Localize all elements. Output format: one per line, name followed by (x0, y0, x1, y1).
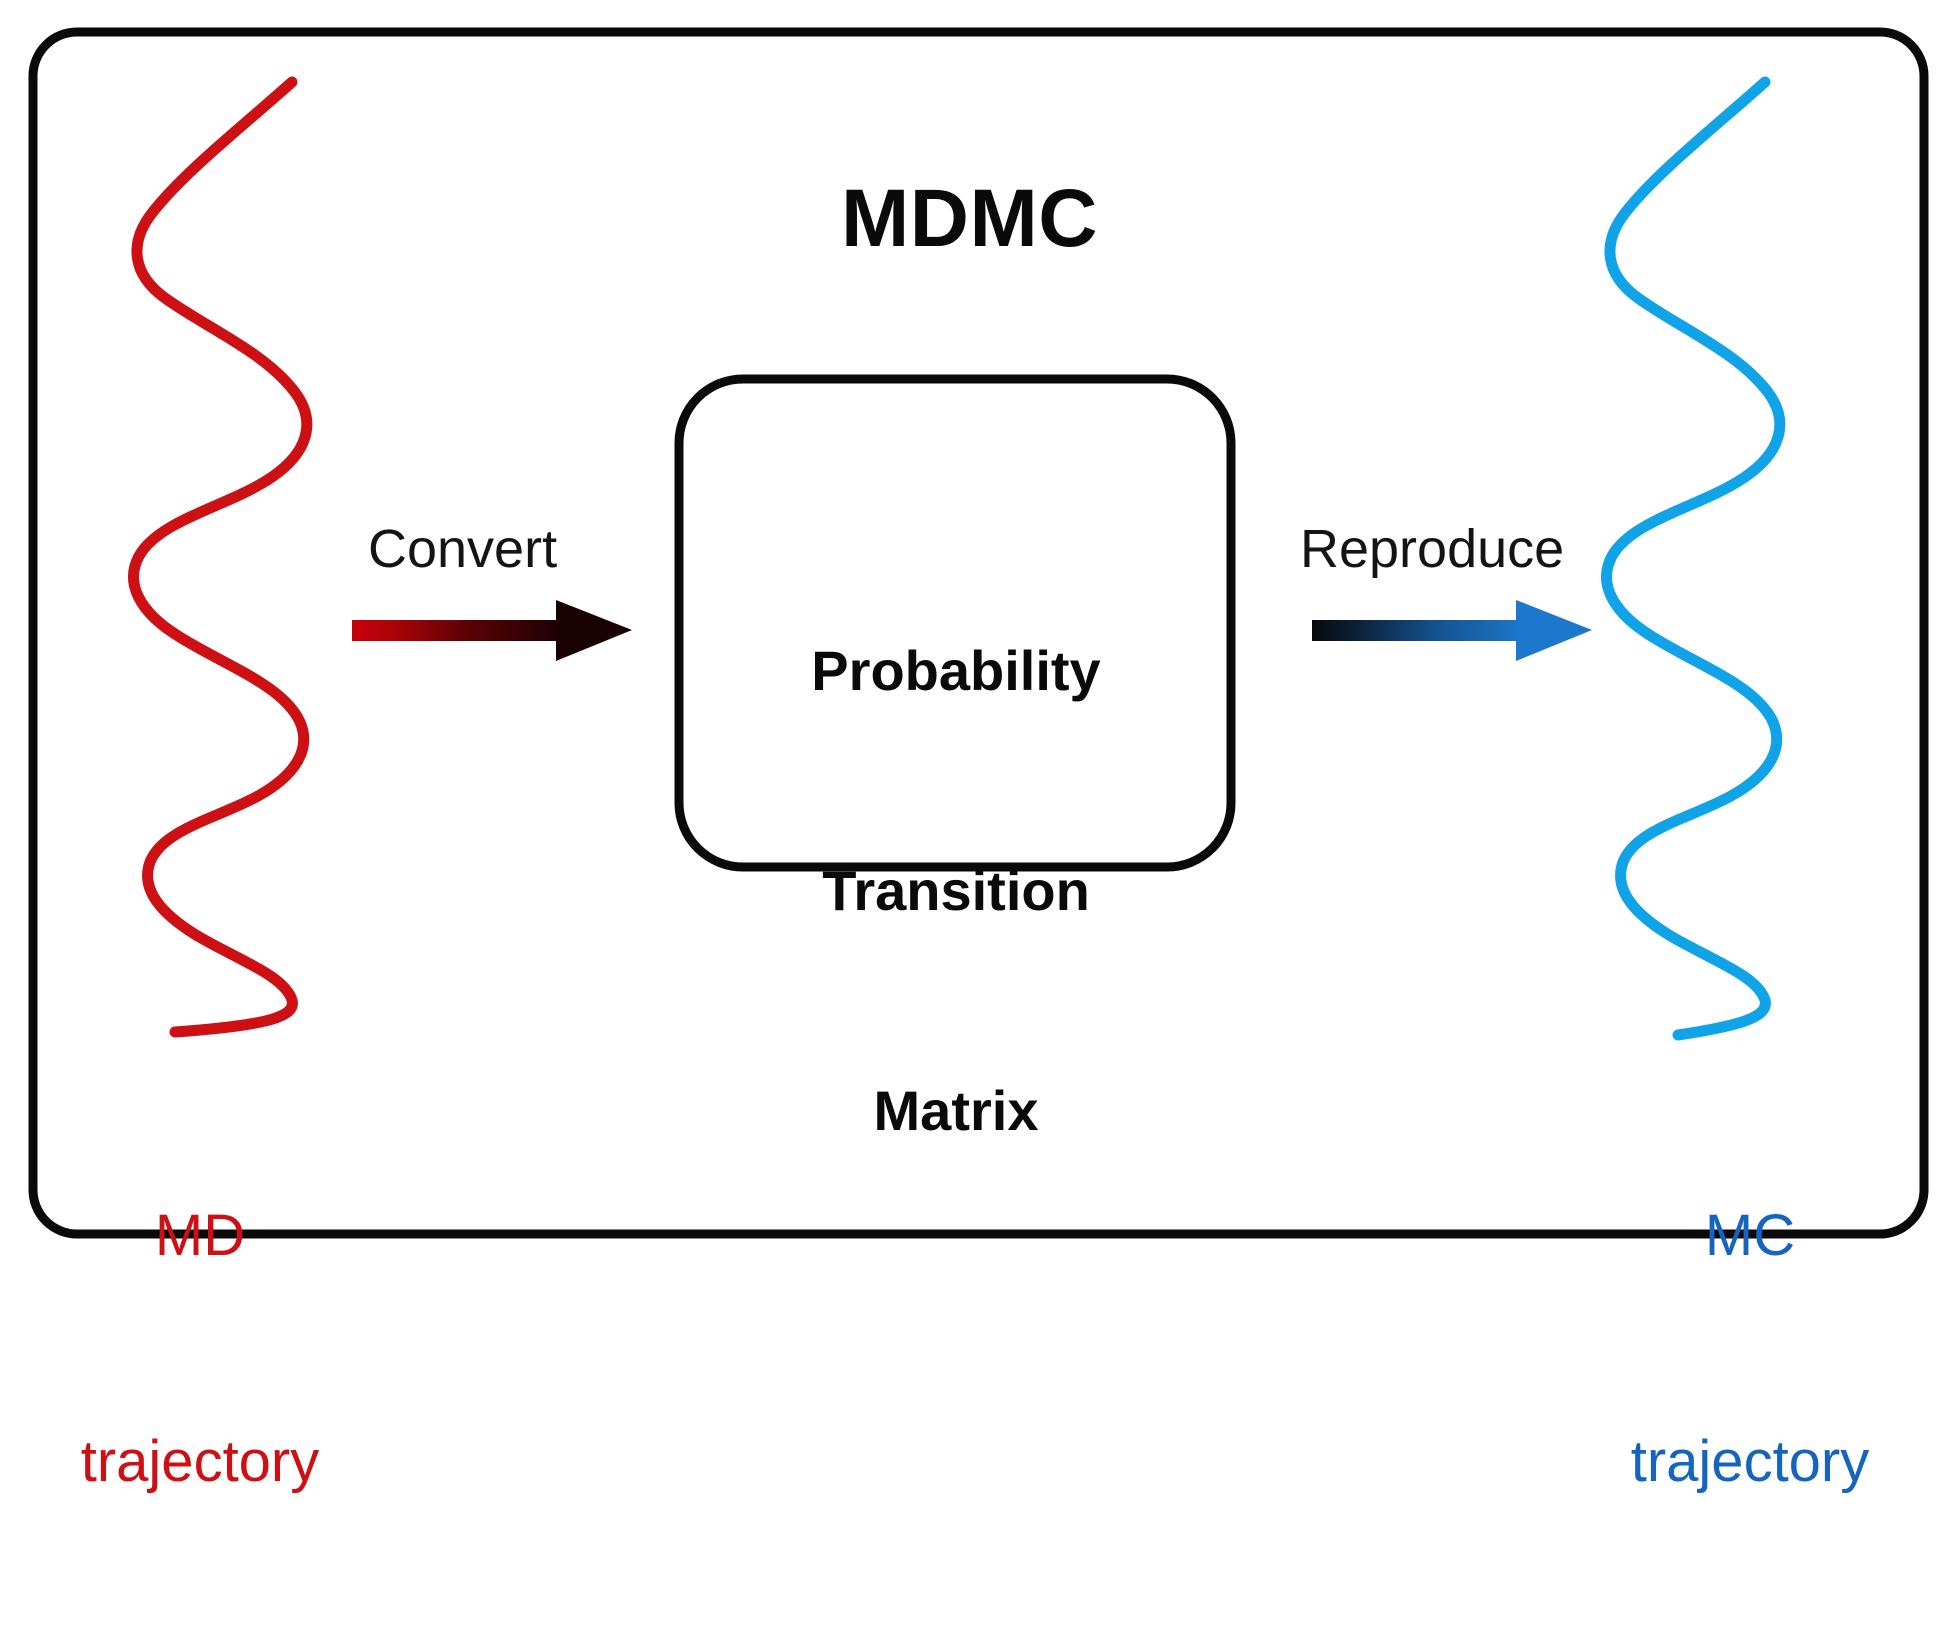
mc-trajectory-label-line-2: trajectory (1630, 1428, 1870, 1494)
md-trajectory-label-line-2: trajectory (80, 1428, 320, 1494)
md-trajectory-curve (128, 76, 313, 1038)
mc-trajectory-curve (1601, 76, 1786, 1041)
center-box-label: Probability Transition Matrix (676, 487, 1236, 1294)
reproduce-arrow-label: Reproduce (1300, 519, 1565, 579)
center-box-line-3: Matrix (873, 1078, 1039, 1142)
outer-panel-border (28, 27, 1929, 1239)
mc-trajectory-label-line-1: MC (1704, 1202, 1796, 1268)
convert-arrow-label: Convert (368, 519, 558, 579)
probability-transition-matrix-box[interactable] (674, 374, 1236, 872)
convert-arrow (352, 600, 632, 661)
mc-trajectory-label: MC trajectory (1570, 1047, 1930, 1650)
md-trajectory-label-line-1: MD (154, 1202, 246, 1268)
center-box-line-1: Probability (811, 638, 1101, 702)
page-title: MDMC (840, 173, 1099, 264)
diagram-canvas (28, 27, 1929, 1239)
center-box-line-2: Transition (822, 858, 1090, 922)
md-trajectory-label: MD trajectory (30, 1047, 370, 1650)
reproduce-arrow (1312, 600, 1592, 661)
mdmc-diagram: MDMC Probability Transition Matrix Conve… (28, 27, 1929, 1494)
